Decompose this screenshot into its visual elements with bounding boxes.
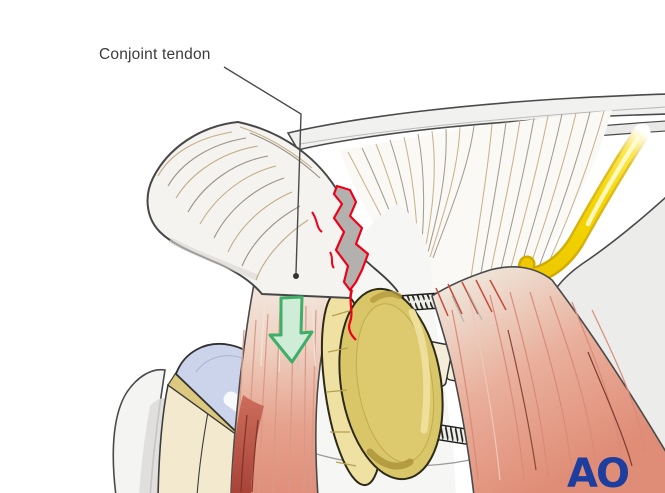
coracoid-process bbox=[146, 120, 354, 300]
ao-logo: AO bbox=[567, 451, 628, 493]
conjoint-tendon-muscle bbox=[230, 263, 341, 493]
fracture-line bbox=[311, 184, 370, 341]
muscle-band-right bbox=[431, 266, 665, 493]
conjoint-tendon-label: Conjoint tendon bbox=[99, 46, 211, 63]
leader-line bbox=[223, 66, 302, 279]
force-arrow-down-icon bbox=[268, 295, 314, 364]
